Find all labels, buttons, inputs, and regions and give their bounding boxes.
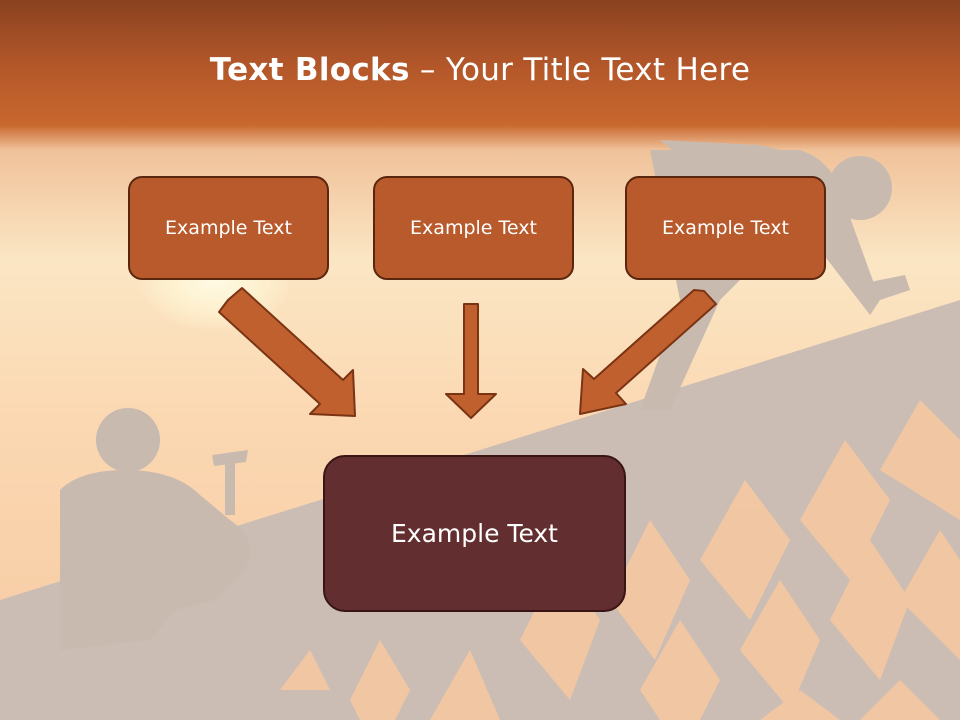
arrow-down-left-icon — [579, 289, 717, 415]
arrow-down-right-icon — [218, 287, 356, 417]
main-text-block[interactable]: Example Text — [323, 455, 626, 612]
title-bold-part: Text Blocks — [209, 52, 410, 88]
title-rest-part: – Your Title Text Here — [409, 52, 751, 88]
text-block-2[interactable]: Example Text — [373, 176, 574, 280]
slide-title: Text Blocks – Your Title Text Here — [0, 52, 960, 88]
text-block-3[interactable]: Example Text — [625, 176, 826, 280]
text-block-1[interactable]: Example Text — [128, 176, 329, 280]
arrow-down-icon — [445, 303, 497, 419]
